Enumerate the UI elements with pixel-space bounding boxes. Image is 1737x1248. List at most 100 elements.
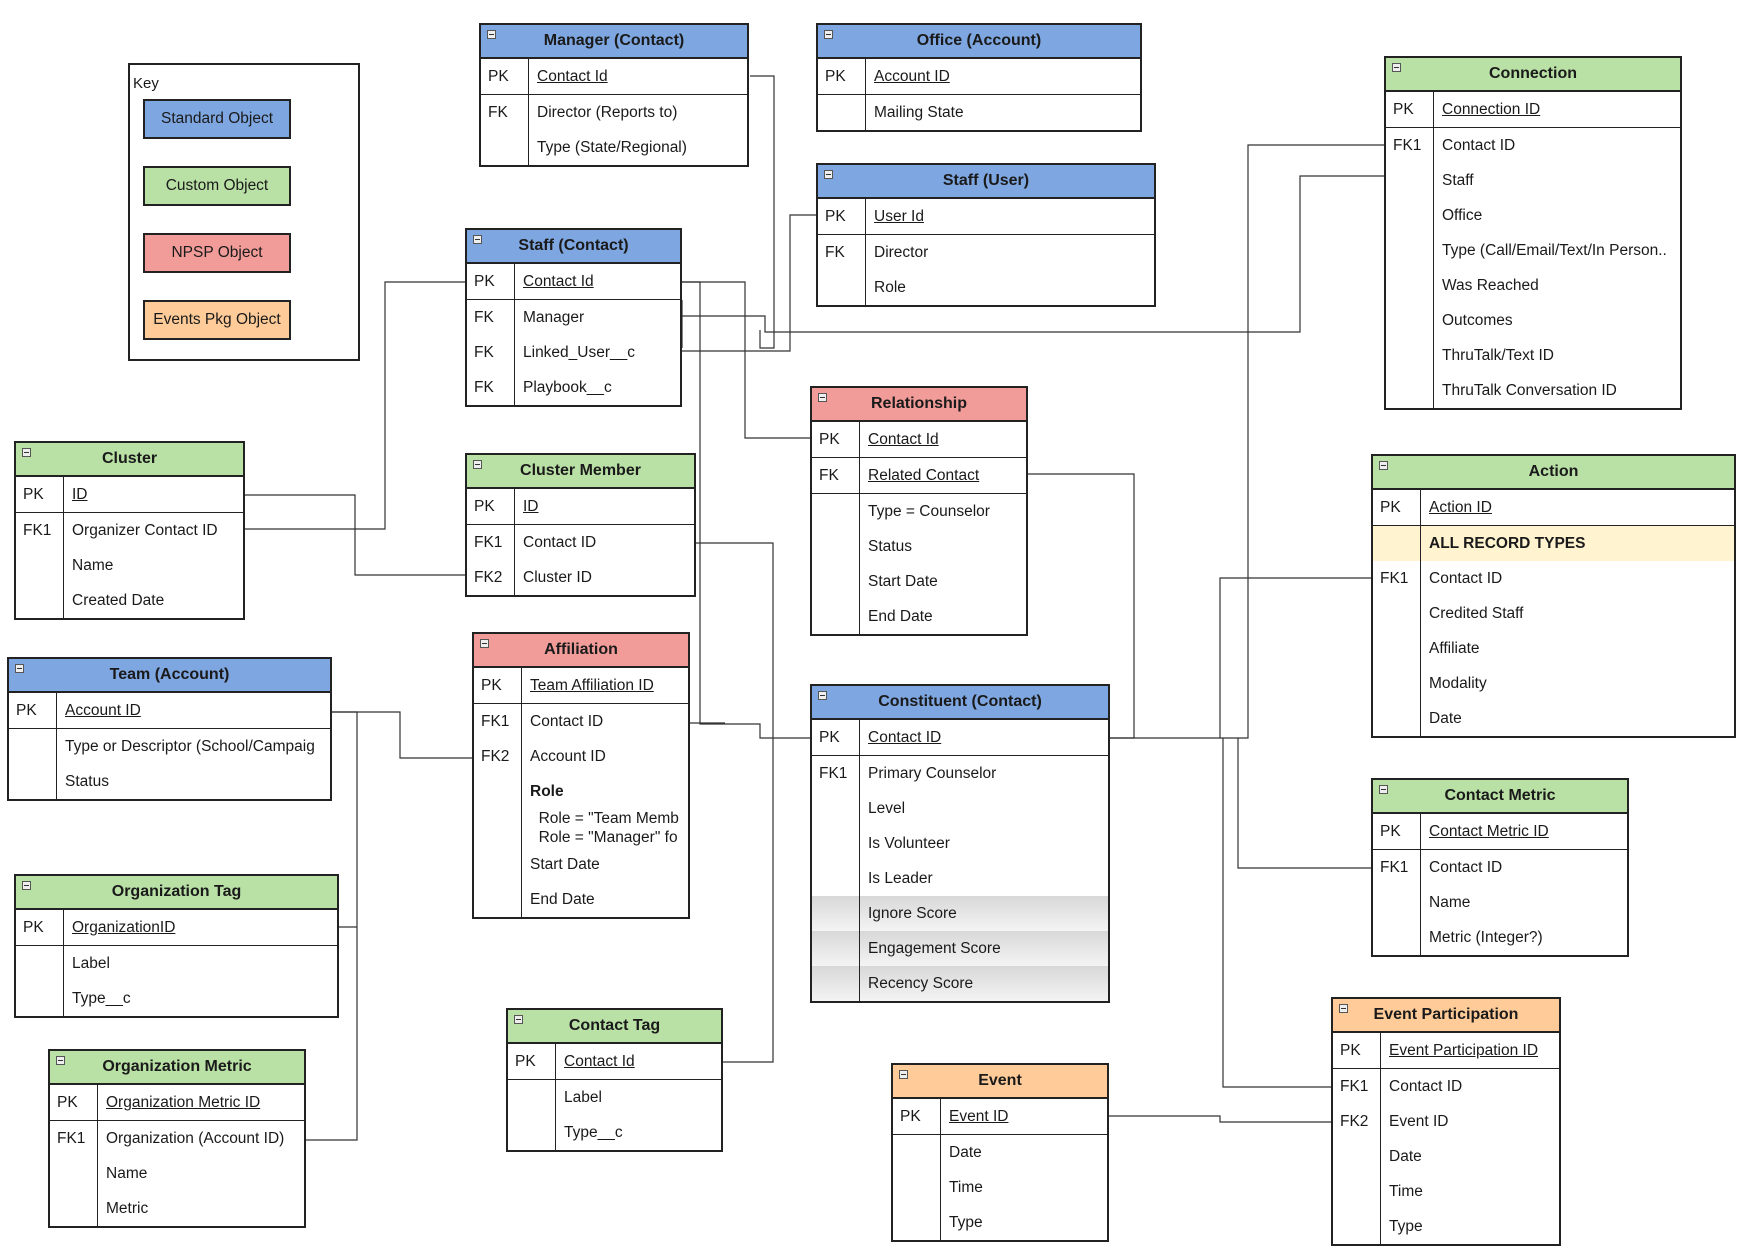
field-key xyxy=(1373,701,1420,736)
field-key xyxy=(474,828,521,847)
field-key: FK xyxy=(474,343,494,361)
collapse-icon[interactable] xyxy=(1379,785,1388,794)
collapse-icon[interactable] xyxy=(899,1070,908,1079)
field-key: PK xyxy=(474,497,495,515)
key-column: FK xyxy=(481,95,529,165)
field-name: Metric xyxy=(106,1199,149,1217)
field-key: FK1 xyxy=(57,1129,86,1147)
entity-header[interactable]: Event Participation xyxy=(1333,999,1559,1033)
entity-header[interactable]: Event xyxy=(893,1065,1107,1099)
field-name: Account ID xyxy=(530,747,606,765)
field-name: Contact ID xyxy=(868,728,942,746)
collapse-icon[interactable] xyxy=(22,881,31,890)
entity-title: Event xyxy=(978,1072,1022,1089)
key-column xyxy=(893,1135,941,1240)
key-column: FK1 xyxy=(1373,850,1421,955)
entity-header[interactable]: Staff (Contact) xyxy=(467,230,680,264)
field-name: Label xyxy=(72,954,110,972)
collapse-icon[interactable] xyxy=(824,30,833,39)
entity-header[interactable]: Constituent (Contact) xyxy=(812,686,1108,720)
field-key xyxy=(812,599,859,634)
collapse-icon[interactable] xyxy=(480,639,489,648)
entity-header[interactable]: Staff (User) xyxy=(818,165,1154,199)
field-name: Account ID xyxy=(874,67,950,85)
entity-title: Event Participation xyxy=(1373,1006,1519,1023)
field-name: ID xyxy=(72,485,88,503)
collapse-icon[interactable] xyxy=(473,460,482,469)
collapse-icon[interactable] xyxy=(487,30,496,39)
field-column: Mailing State xyxy=(866,95,1140,130)
field-key xyxy=(893,1205,940,1240)
field-name: Action ID xyxy=(1429,498,1492,516)
entity-header[interactable]: Cluster Member xyxy=(467,455,694,489)
field-key: FK1 xyxy=(1380,569,1409,587)
entity-header[interactable]: Team (Account) xyxy=(9,659,330,693)
collapse-icon[interactable] xyxy=(514,1015,523,1024)
collapse-icon[interactable] xyxy=(56,1056,65,1065)
key-column: PK xyxy=(481,59,529,94)
entity-header[interactable]: Relationship xyxy=(812,388,1026,422)
collapse-icon[interactable] xyxy=(818,691,827,700)
collapse-icon[interactable] xyxy=(473,235,482,244)
field-name: ALL RECORD TYPES xyxy=(1421,526,1734,561)
collapse-icon[interactable] xyxy=(1392,63,1401,72)
field-name: Contact Id xyxy=(868,430,939,448)
field-name: Related Contact xyxy=(868,466,980,484)
entity-header[interactable]: Contact Tag xyxy=(508,1010,721,1044)
field-name: Type or Descriptor (School/Campaig xyxy=(65,737,315,755)
field-column: Event ID xyxy=(941,1099,1107,1134)
entity-title: Office (Account) xyxy=(916,32,1042,49)
entity-header[interactable]: Action xyxy=(1373,456,1734,490)
entity-header[interactable]: Organization Tag xyxy=(16,876,337,910)
collapse-icon[interactable] xyxy=(1379,461,1388,470)
collapse-icon[interactable] xyxy=(818,393,827,402)
field-column: OrganizationID xyxy=(64,910,337,945)
field-key xyxy=(9,764,56,799)
field-name: Affiliate xyxy=(1429,639,1480,657)
entity-title: Staff (User) xyxy=(942,172,1030,189)
entity-header[interactable]: Connection xyxy=(1386,58,1680,92)
entity-header[interactable]: Cluster xyxy=(16,443,243,477)
entity-header[interactable]: Affiliation xyxy=(474,634,688,668)
field-key: PK xyxy=(1393,100,1414,118)
entity-header[interactable]: Manager (Contact) xyxy=(481,25,747,59)
entity-header[interactable]: Organization Metric xyxy=(50,1051,304,1085)
collapse-icon[interactable] xyxy=(22,448,31,457)
key-column: FK xyxy=(812,458,860,493)
entity-title: Action xyxy=(1528,463,1579,480)
entity-header[interactable]: Office (Account) xyxy=(818,25,1140,59)
entity-header[interactable]: Contact Metric xyxy=(1373,780,1627,814)
field-name: Outcomes xyxy=(1442,311,1513,329)
collapse-icon[interactable] xyxy=(1339,1004,1348,1013)
collapse-icon[interactable] xyxy=(15,664,24,673)
field-name: Organizer Contact ID xyxy=(72,521,218,539)
collapse-icon[interactable] xyxy=(824,170,833,179)
field-key xyxy=(818,270,865,305)
